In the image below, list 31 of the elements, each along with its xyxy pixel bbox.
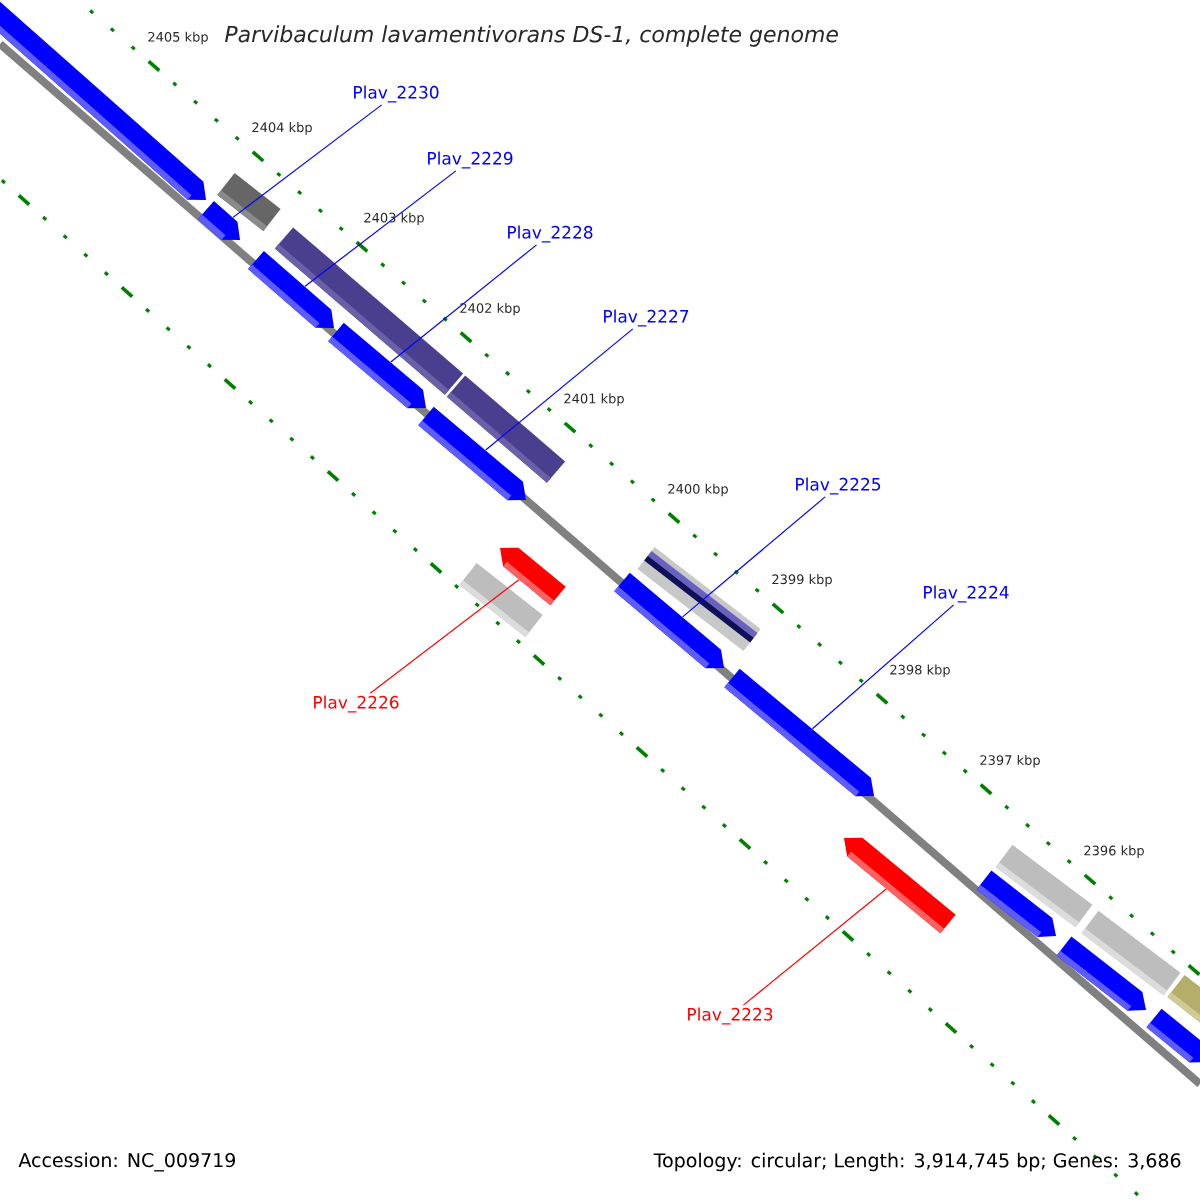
gene-label: Plav_2227 [604,309,689,327]
leader-line [811,604,955,730]
title: Parvibaculum lavamentivorans DS-1, complete genome [225,25,838,47]
gene-label: Plav_2224 [924,585,1009,603]
genome-info-text: Topology: circular; Length: 3,914,745 bp; Genes: 3,686 [653,1152,1181,1172]
gene-feature [418,406,526,501]
leader-line [390,244,538,363]
gene-feature [614,572,724,669]
leader-line [369,579,520,694]
leader-line [742,888,887,1006]
gene-label: Plav_2229 [428,151,513,169]
gene-label: Plav_2228 [508,225,593,243]
gene-label: Plav_2225 [796,477,881,495]
gene-feature [328,322,426,409]
accession-text: Accession: NC_009719 [18,1152,235,1172]
leader-line [682,496,826,618]
gene-feature [844,837,956,934]
gene-feature [0,0,206,200]
leader-line [304,170,457,287]
gene-feature [724,668,874,797]
gene-label: Plav_2223 [688,1007,773,1025]
leader-line [485,328,634,451]
gene-bar [1167,974,1200,1026]
gene-feature [198,201,240,240]
gene-label: Plav_2230 [354,85,439,103]
gene-feature [1146,1008,1200,1063]
gene-feature [1056,936,1146,1011]
gene-label: Plav_2226 [314,695,399,713]
gene-feature [976,870,1056,937]
gene-feature [500,547,566,606]
leader-line [232,104,383,218]
